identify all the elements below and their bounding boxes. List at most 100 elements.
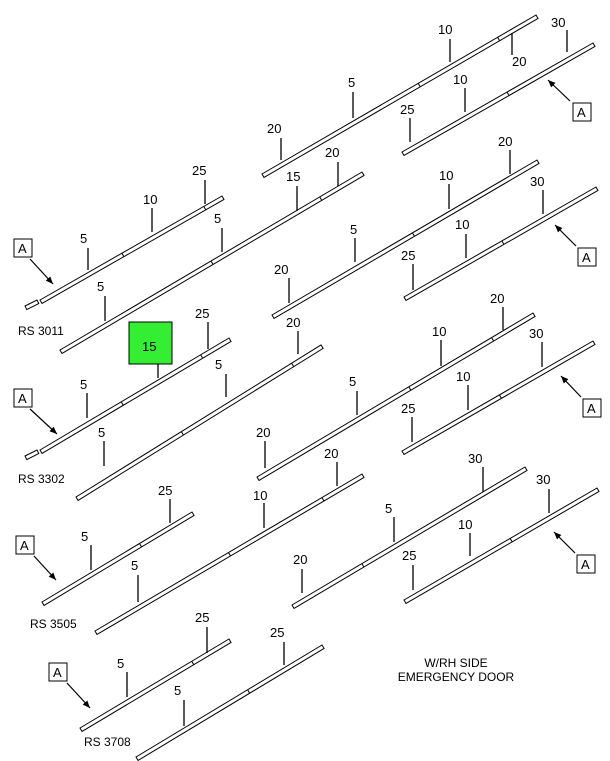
strip-joint: [210, 260, 214, 265]
strip-joint: [498, 394, 502, 399]
callout-label: 10: [438, 22, 452, 37]
molding-strip[interactable]: [271, 159, 540, 320]
strip-joint: [228, 552, 231, 557]
callout-label: 10: [453, 72, 467, 87]
strip-joint: [361, 563, 365, 568]
callout-label: 10: [458, 517, 472, 532]
callout-label: 5: [80, 377, 87, 392]
strip-joint: [408, 386, 412, 391]
callout-label: 5: [350, 222, 357, 237]
strip-joint: [491, 337, 495, 342]
callout-label: 30: [551, 15, 565, 30]
view-marker-box[interactable]: A: [582, 398, 602, 418]
callout-label: 5: [81, 529, 88, 544]
strip-joint: [139, 543, 142, 548]
callout-label: 20: [286, 315, 300, 330]
strip-joint: [191, 660, 195, 665]
highlight-box[interactable]: [128, 321, 173, 365]
arrowhead-icon: [555, 225, 563, 233]
view-marker-box[interactable]: A: [15, 535, 35, 555]
arrowhead-icon: [48, 572, 56, 580]
callout-label: 10: [455, 217, 469, 232]
callout-label: 10: [456, 369, 470, 384]
view-marker-box[interactable]: A: [576, 554, 596, 574]
callout-label: 5: [174, 683, 181, 698]
callout-label: 5: [80, 231, 87, 246]
group-id-label: RS 3708: [84, 735, 131, 749]
molding-strip[interactable]: [401, 340, 596, 456]
view-marker-box[interactable]: A: [13, 238, 33, 258]
molding-strip[interactable]: [24, 449, 40, 461]
molding-strip[interactable]: [256, 312, 536, 482]
molding-strip[interactable]: [75, 344, 324, 502]
callout-label: 5: [131, 558, 138, 573]
molding-strip[interactable]: [261, 14, 539, 179]
strip-joint: [321, 497, 325, 502]
caption-line-1: W/RH SIDE: [424, 656, 487, 670]
callout-label: 25: [401, 248, 415, 263]
caption-line-2: EMERGENCY DOOR: [398, 670, 515, 684]
molding-strips: [24, 14, 600, 761]
callout-label: 25: [192, 163, 206, 178]
callout-label: 20: [256, 425, 270, 440]
svg-text:A: A: [581, 557, 590, 572]
highlight-label: 15: [142, 339, 156, 354]
svg-text:A: A: [53, 665, 62, 680]
callout-label: 30: [468, 451, 482, 466]
view-marker-box[interactable]: A: [577, 247, 597, 267]
strip-joint: [506, 91, 510, 96]
molding-strip[interactable]: [41, 511, 195, 607]
arrowhead-icon: [45, 276, 53, 284]
molding-strip[interactable]: [403, 186, 599, 302]
callout-leaders: [86, 30, 568, 726]
strip-joint: [509, 538, 513, 543]
callout-label: 25: [400, 102, 414, 117]
callout-label: 5: [98, 425, 105, 440]
callout-label: 25: [195, 610, 209, 625]
arrowhead-icon: [554, 532, 562, 540]
molding-strip[interactable]: [291, 466, 528, 610]
callout-label: 20: [325, 145, 339, 160]
strip-joint: [121, 252, 125, 257]
callout-label: 15: [286, 169, 300, 184]
group-id-label: RS 3302: [18, 472, 65, 486]
callout-label: 20: [498, 134, 512, 149]
view-marker-box[interactable]: A: [572, 102, 592, 122]
svg-text:A: A: [18, 241, 27, 256]
strip-joint: [247, 689, 251, 694]
callout-label: 30: [536, 472, 550, 487]
callout-label: 5: [215, 357, 222, 372]
view-marker-box[interactable]: A: [48, 662, 68, 682]
arrowhead-icon: [49, 426, 57, 434]
callout-label: 10: [439, 168, 453, 183]
svg-text:A: A: [587, 401, 596, 416]
group-id-label: RS 3505: [30, 617, 77, 631]
molding-strip[interactable]: [135, 644, 325, 761]
molding-strip[interactable]: [403, 487, 600, 605]
strip-joint: [200, 354, 204, 359]
view-marker-box[interactable]: A: [13, 388, 33, 408]
callout-label: 10: [432, 324, 446, 339]
view-arrows: [29, 79, 582, 709]
strip-joint: [497, 37, 501, 41]
callout-label: 20: [324, 446, 338, 461]
strip-joint: [203, 206, 207, 211]
molding-strip[interactable]: [401, 42, 596, 157]
callout-label: 5: [385, 501, 392, 516]
molding-strip[interactable]: [79, 638, 232, 733]
callout-label: 25: [270, 625, 284, 640]
callout-label: 25: [195, 306, 209, 321]
callout-label: 10: [253, 488, 267, 503]
callout-label: 5: [97, 279, 104, 294]
callout-label: 30: [530, 174, 544, 189]
molding-strip[interactable]: [39, 195, 225, 305]
callout-label: 20: [293, 552, 307, 567]
strip-joint: [501, 240, 505, 245]
strip-joint: [180, 431, 184, 436]
callout-label: 5: [214, 211, 221, 226]
molding-strip[interactable]: [24, 299, 40, 311]
molding-strip[interactable]: [39, 337, 232, 455]
callout-label: 20: [267, 121, 281, 136]
strip-joint: [319, 196, 323, 201]
